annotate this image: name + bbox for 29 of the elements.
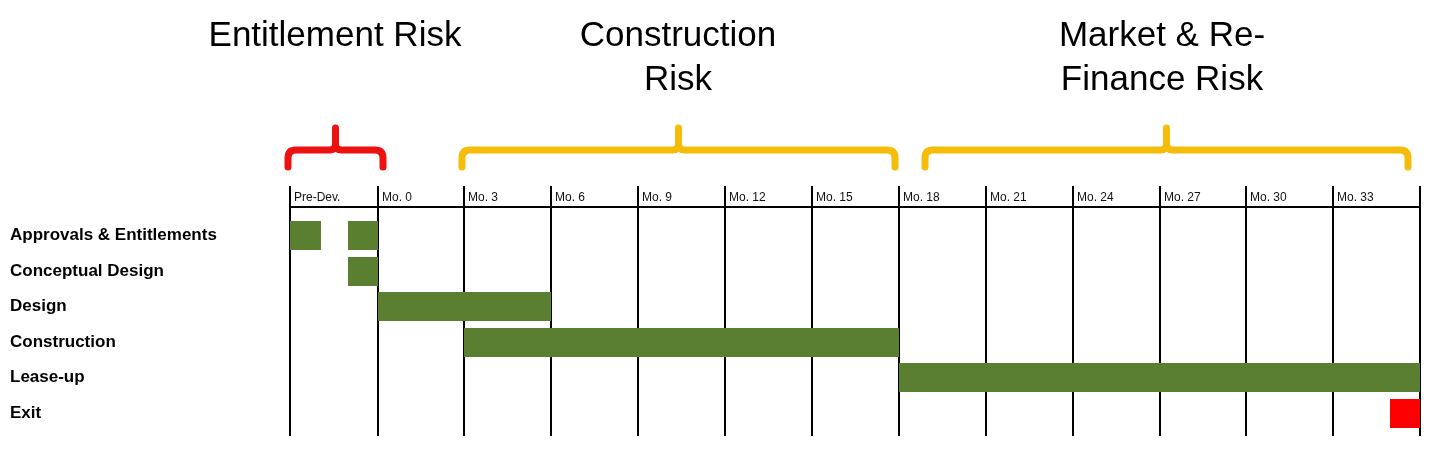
gantt-bar [899, 363, 1420, 393]
row-label: Lease-up [10, 367, 85, 388]
column-header: Mo. 27 [1164, 190, 1201, 204]
risk-heading: Entitlement Risk [207, 13, 463, 55]
risk-heading: Market & Re-Finance Risk [1057, 13, 1267, 99]
risk-heading: Construction Risk [578, 13, 778, 99]
gantt-bar [348, 221, 378, 250]
row-label: Approvals & Entitlements [10, 225, 217, 245]
row-label: Conceptual Design [10, 260, 164, 281]
column-header: Mo. 21 [990, 190, 1027, 204]
gantt-bar [290, 221, 321, 250]
milestone-marker [1390, 399, 1420, 428]
row-label: Exit [10, 403, 42, 423]
row-label: Design [10, 296, 67, 317]
gantt-bar [378, 292, 551, 322]
column-header: Mo. 6 [555, 190, 585, 204]
column-header: Mo. 0 [382, 190, 412, 204]
column-header: Mo. 18 [903, 190, 940, 204]
gantt-bar [464, 327, 899, 357]
column-header: Mo. 9 [642, 190, 672, 204]
column-header: Mo. 24 [1077, 190, 1114, 204]
column-header: Pre-Dev. [294, 190, 341, 204]
gantt-bar [348, 256, 378, 286]
column-header: Mo. 3 [468, 190, 498, 204]
column-header: Mo. 33 [1337, 190, 1374, 204]
row-label: Construction [10, 331, 116, 352]
column-header: Mo. 30 [1250, 190, 1287, 204]
column-header: Mo. 15 [816, 190, 853, 204]
column-header: Mo. 12 [729, 190, 766, 204]
